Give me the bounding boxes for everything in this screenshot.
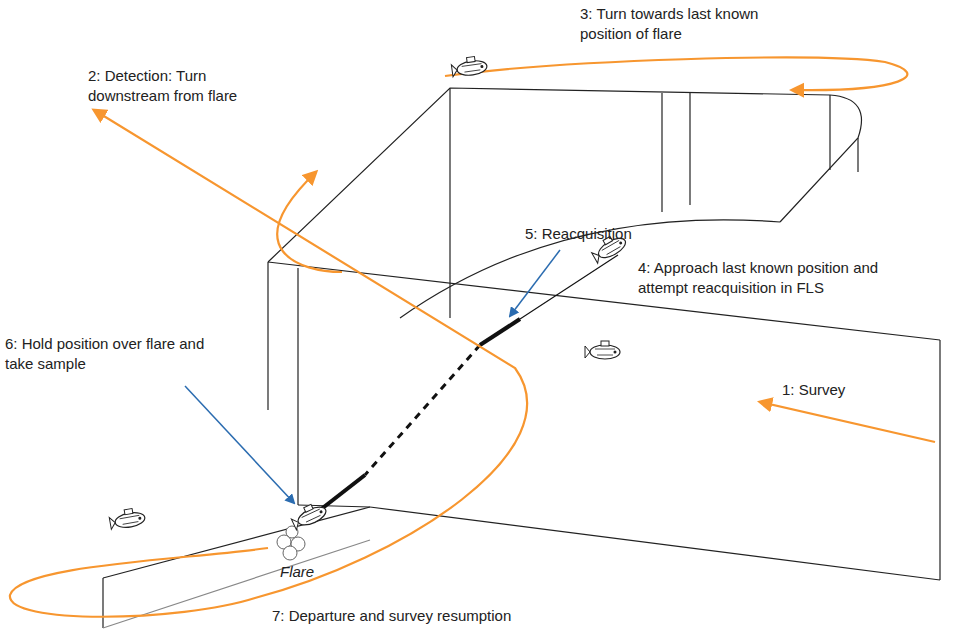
step-label: 7: Departure and survey resumption xyxy=(272,606,511,626)
step-label: 3: Turn towards last known position of f… xyxy=(580,4,810,44)
step-label: 4: Approach last known position and atte… xyxy=(638,258,883,298)
step-label: 2: Detection: Turn downstream from flare xyxy=(88,66,278,106)
step-label: 6: Hold position over flare and take sam… xyxy=(5,334,220,374)
geometry-lines xyxy=(103,88,940,628)
flare-label: Flare xyxy=(280,562,314,582)
step-label: 1: Survey xyxy=(782,380,845,400)
auv-icons xyxy=(108,55,628,531)
step-label: 5: Reacquisition xyxy=(525,224,632,244)
flare-bubbles xyxy=(277,526,305,560)
leader-lines xyxy=(185,250,560,503)
reacquisition-track xyxy=(320,255,618,510)
